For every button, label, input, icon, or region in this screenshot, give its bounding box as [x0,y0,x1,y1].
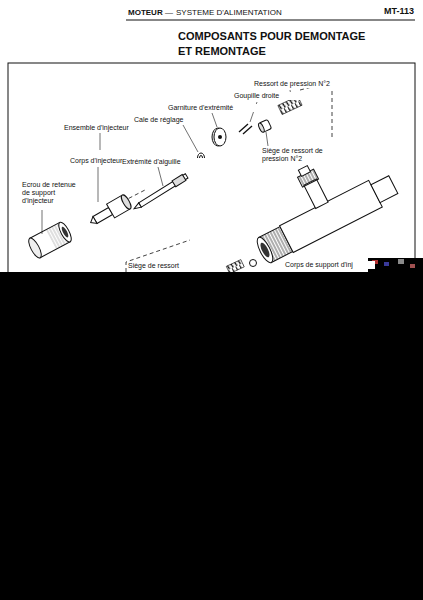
part-label: Extrémité d'aiguille [122,158,206,166]
part-label: Cale de réglage [134,116,204,124]
page-number: MT-113 [384,6,414,16]
part-label: Corps de support d'inj [285,261,375,269]
part-label: Siège de ressort [128,262,208,270]
part-label: Ensemble d'injecteur [64,124,154,132]
part-label: Siège de ressort de pression N°2 [262,147,328,163]
part-label: Garniture d'extrémité [168,104,258,112]
part-label: Goupille droite [234,92,304,100]
part-label: Ecrou de retenue de support d'injecteur [22,181,82,205]
section-title: COMPOSANTS POUR DEMONTAGE ET REMONTAGE [178,29,378,59]
running-header: MOTEUR [128,8,163,17]
running-header: — [165,8,173,17]
part-label: Ressort de pression N°2 [254,80,364,88]
running-header: SYSTEME D'ALIMENTATION [176,8,282,17]
